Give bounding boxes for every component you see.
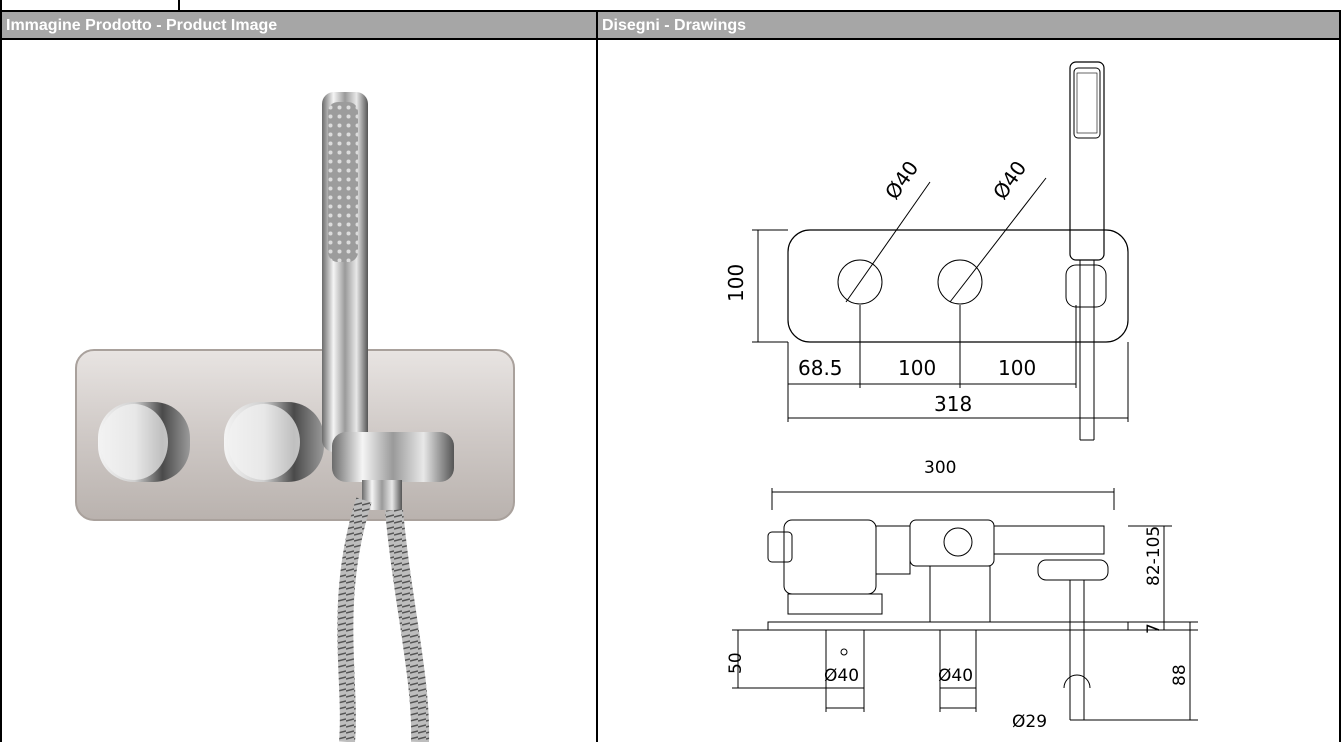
side-body-width: 300: [924, 458, 957, 478]
technical-drawing: [732, 61, 1198, 721]
side-plate-thickness: 7: [1144, 623, 1164, 634]
drawings-header: Disegni - Drawings: [598, 12, 1339, 40]
front-diameter-right: Ø40: [988, 156, 1032, 204]
product-image-header: Immagine Prodotto - Product Image: [2, 12, 596, 40]
front-dim-c: 100: [998, 356, 1037, 380]
side-depth-range: 82-105: [1144, 525, 1164, 586]
divider: [0, 0, 2, 10]
divider: [178, 0, 180, 10]
front-overall-width: 318: [934, 392, 973, 416]
hose-left: [337, 497, 372, 743]
front-diameter-left: Ø40: [880, 156, 924, 204]
hose-right: [385, 509, 430, 743]
front-view: [752, 61, 1129, 441]
side-view: [732, 488, 1198, 721]
front-height: 100: [724, 263, 748, 302]
side-spindle-dia-left: Ø40: [824, 666, 860, 686]
product-photo: [75, 92, 515, 743]
side-spindle-dia-right: Ø40: [938, 666, 974, 686]
drawings-area: Ø40 Ø40 100 68.5 100 100 318 300 82-105 …: [598, 40, 1339, 742]
drawing-hand-shower: [1069, 61, 1105, 261]
holder-bracket: [332, 432, 454, 482]
top-strip: [0, 0, 1342, 10]
product-image-panel: Immagine Prodotto - Product Image: [0, 10, 598, 743]
side-outlet-dia: Ø29: [1012, 712, 1048, 732]
drawings-panel: Disegni - Drawings: [596, 10, 1341, 742]
side-outlet-length: 88: [1170, 664, 1190, 686]
product-image-area: [2, 40, 596, 743]
side-spindle-length: 50: [726, 652, 746, 674]
front-dim-b: 100: [898, 356, 937, 380]
spray-face: [328, 102, 358, 262]
front-dim-a: 68.5: [798, 356, 843, 380]
